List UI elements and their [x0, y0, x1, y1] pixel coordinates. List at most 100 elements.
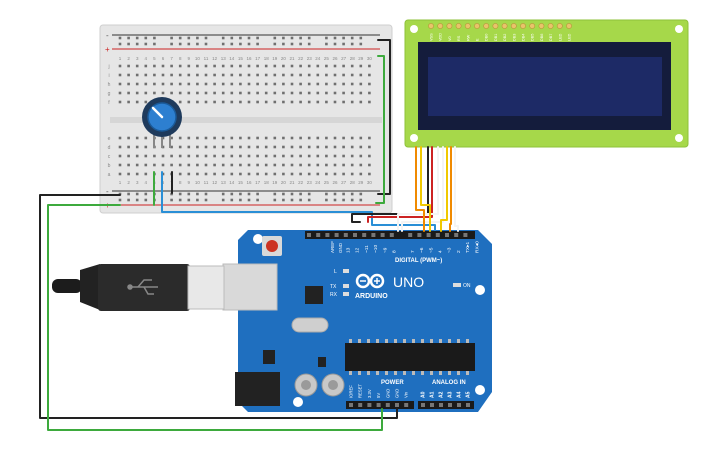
breadboard-hole: [161, 64, 165, 68]
breadboard-hole: [282, 145, 285, 149]
rail-hole: [127, 42, 130, 46]
column-label: 29: [358, 56, 364, 61]
breadboard-hole: [170, 145, 173, 149]
power-pin-label: GND: [395, 389, 400, 398]
breadboard-hole: [144, 163, 148, 167]
breadboard-hole: [368, 136, 371, 140]
breadboard-hole: [282, 91, 285, 95]
potentiometer[interactable]: [142, 97, 182, 148]
usb-cable: [52, 264, 225, 311]
breadboard-hole: [333, 82, 337, 86]
wire-lcd-rs: [397, 146, 439, 232]
lcd-pin-label: V0: [448, 36, 452, 41]
breadboard-hole: [135, 91, 139, 95]
breadboard-hole: [256, 172, 259, 176]
usb-chip: [305, 286, 323, 304]
wire-lcd-db6: [440, 146, 448, 232]
column-label: 13: [221, 180, 227, 185]
rail-hole: [247, 36, 251, 40]
rail-hole: [221, 36, 225, 40]
breadboard-hole: [359, 145, 363, 149]
breadboard-hole: [178, 100, 182, 104]
column-label: 25: [324, 56, 330, 61]
breadboard-hole: [290, 100, 294, 104]
breadboard-hole: [273, 64, 277, 68]
row-label: f: [108, 100, 110, 106]
rail-hole: [187, 192, 191, 196]
breadboard-hole: [161, 163, 165, 167]
rail-hole: [256, 36, 259, 40]
rail-hole: [204, 36, 208, 40]
lcd-pin-label: RW: [466, 34, 470, 41]
rail-hole: [282, 42, 285, 46]
breadboard-hole: [350, 73, 354, 77]
breadboard-hole: [307, 145, 311, 149]
rail-hole: [127, 198, 130, 202]
column-label: 23: [307, 180, 313, 185]
column-label: 28: [350, 180, 356, 185]
header-pin: [371, 233, 376, 237]
lcd-pin: [529, 23, 536, 29]
breadboard-hole: [307, 91, 311, 95]
breadboard-hole: [325, 100, 328, 104]
rail-hole: [359, 198, 363, 202]
column-label: 6: [162, 180, 165, 185]
header-pin: [430, 403, 434, 407]
breadboard-hole: [256, 91, 259, 95]
digital-pin-label: ~6: [419, 247, 425, 253]
gnd-label: GND: [338, 242, 343, 253]
breadboard-hole: [256, 73, 259, 77]
breadboard-hole: [342, 136, 345, 140]
breadboard-hole: [333, 64, 337, 68]
breadboard-hole: [256, 163, 259, 167]
breadboard-hole: [264, 100, 268, 104]
wire-lcd-e: [401, 146, 444, 232]
digital-pin-label: 12: [355, 247, 361, 253]
breadboard-hole: [325, 91, 328, 95]
column-label: 1: [119, 180, 122, 185]
breadboard-hole: [247, 172, 251, 176]
reset-button-cap[interactable]: [266, 240, 278, 252]
breadboard-hole: [213, 100, 216, 104]
breadboard-hole: [204, 91, 208, 95]
breadboard-hole: [247, 64, 251, 68]
lcd-pin-label: LED: [568, 33, 572, 41]
breadboard-hole: [135, 145, 139, 149]
lcd-pin: [538, 23, 545, 29]
rail-hole: [170, 198, 173, 202]
breadboard-hole: [368, 91, 371, 95]
column-label: 6: [162, 56, 165, 61]
header-pin: [404, 403, 409, 407]
rail-hole: [325, 198, 328, 202]
header-pin: [362, 233, 367, 237]
lcd-pin-label: DB3: [512, 34, 516, 41]
header-pin: [334, 233, 339, 237]
breadboard-hole: [307, 163, 311, 167]
breadboard-hole: [333, 73, 337, 77]
breadboard-hole: [178, 163, 182, 167]
breadboard-hole: [264, 145, 268, 149]
row-label: j: [107, 64, 109, 70]
breadboard-hole: [247, 91, 251, 95]
row-label: g: [108, 91, 111, 97]
breadboard-hole: [350, 100, 354, 104]
rail-hole: [307, 192, 311, 196]
header-pin: [376, 403, 381, 407]
rail-hole: [118, 36, 122, 40]
breadboard-hole: [135, 64, 139, 68]
rail-hole: [299, 192, 302, 196]
atmega-chip: [345, 343, 475, 371]
rail-hole: [256, 198, 259, 202]
breadboard-hole: [144, 154, 148, 158]
lcd-pin-label: DB2: [503, 34, 507, 41]
breadboard-hole: [350, 172, 354, 176]
breadboard-hole: [239, 100, 242, 104]
column-label: 4: [145, 180, 148, 185]
rail-hole: [170, 192, 173, 196]
row-label: b: [108, 163, 111, 169]
breadboard-hole: [299, 100, 302, 104]
breadboard-hole: [153, 163, 156, 167]
lcd-pin: [474, 23, 480, 29]
breadboard-hole: [178, 82, 182, 86]
wire-5v-rail-jumper: [375, 55, 385, 204]
